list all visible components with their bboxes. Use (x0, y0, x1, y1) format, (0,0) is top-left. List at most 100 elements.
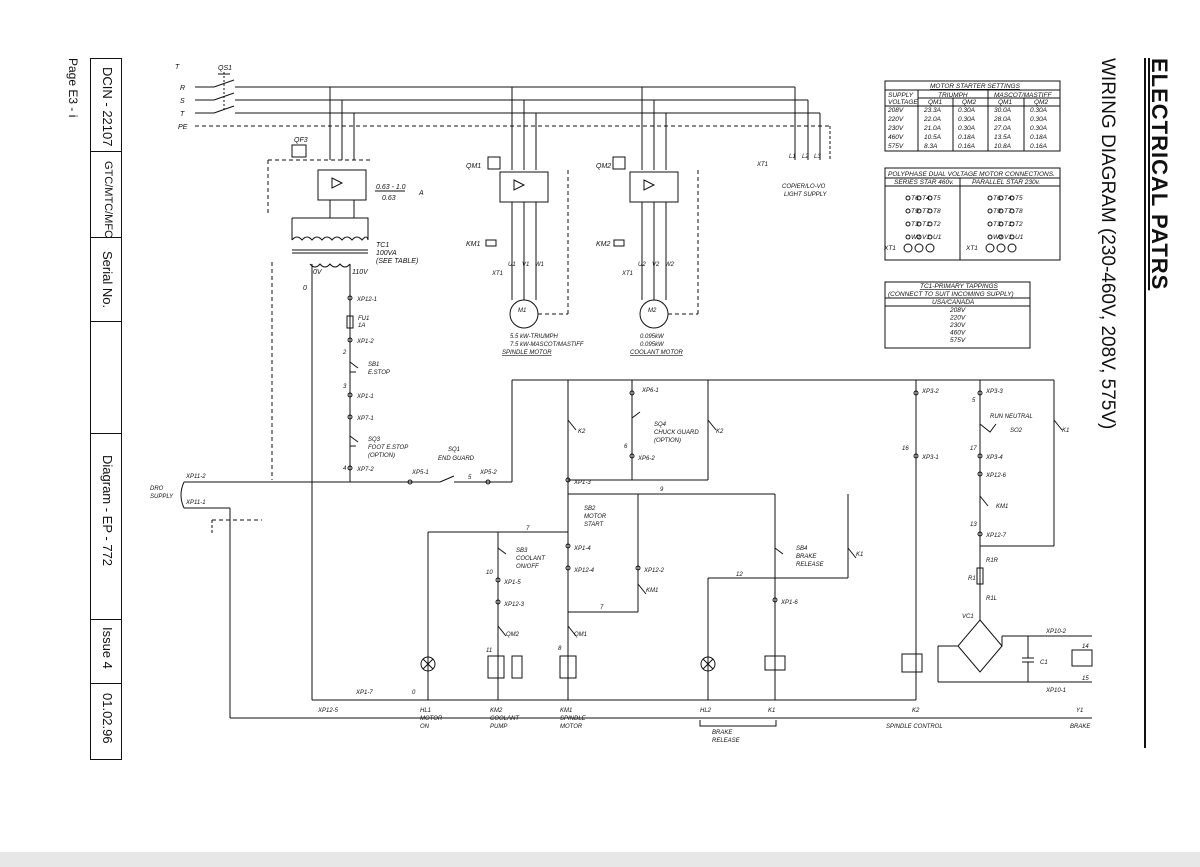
node-17-label: 17 (970, 446, 977, 452)
node-14-label: 14 (1082, 644, 1089, 650)
node-7b-label: 7 (600, 605, 604, 611)
tc1-value: 460V (950, 330, 966, 337)
terminal-label: T3 (911, 221, 919, 228)
terminal-dot (998, 234, 1004, 240)
end-guard-label: END GUARD (438, 456, 475, 462)
resistor-r1 (976, 567, 984, 585)
supply-lines: T R S T PE QS1 (175, 64, 830, 131)
xp3-1-label: XP3-1 (921, 455, 939, 461)
starter-cell: 0.30A (1030, 116, 1047, 123)
k1-bottom-label: K1 (768, 708, 775, 714)
xp5-1-label: XP5-1 (411, 470, 429, 476)
km2-bottom-label: KM2 (490, 708, 503, 714)
node-15-label: 15 (1082, 676, 1089, 682)
km1-desc2: MOTOR (560, 724, 583, 730)
starter-cell: 0.18A (958, 134, 975, 141)
starter-cell: 27.0A (993, 125, 1011, 132)
terminal-label: T5 (933, 195, 941, 202)
qf3-box (291, 144, 307, 158)
transformer-section: QF3 0.63 - 1.0 0.63 A TC1 100VA (SEE TAB… (267, 87, 424, 480)
xp12-6-label: XP12-6 (985, 473, 1007, 479)
starter-cell: 0.16A (958, 143, 975, 150)
xp12-5-label: XP12-5 (317, 708, 339, 714)
km2-coil-symbol (613, 239, 625, 247)
line-t-label: T (175, 64, 180, 71)
node-4-label: 4 (343, 466, 347, 472)
starter-cell: 0.30A (1030, 107, 1047, 114)
xt1-label: XT1 (883, 245, 896, 252)
xp1-1-label: XP1-1 (356, 394, 374, 400)
line-pe-label: PE (178, 124, 188, 131)
terminal-dot (905, 221, 911, 227)
title-rule (1144, 58, 1146, 748)
qm1-overload (499, 171, 549, 203)
xp1-7-label: XP1-7 (355, 690, 373, 696)
fu1-label: FU1 (358, 316, 369, 322)
copier-l1: L1 (789, 154, 796, 160)
c1-label: C1 (1040, 660, 1048, 666)
xp7-1-label: XP7-1 (356, 416, 374, 422)
m1-name: M1 (518, 308, 526, 314)
m2-rating-1: 0.095kW (640, 334, 665, 340)
terminal-label: T2 (1015, 221, 1023, 228)
k2-contact-2: K2 (716, 429, 724, 435)
starter-cell: 575V (888, 143, 904, 150)
starter-cell: 208V (887, 107, 904, 114)
terminal-label: U1 (1015, 234, 1024, 241)
foot-estop-label: FOOT E.STOP (368, 445, 408, 451)
node-16-label: 16 (902, 446, 909, 452)
node-6-label: 6 (624, 444, 628, 450)
km2-label: KM2 (596, 241, 611, 248)
r1r-label: R1R (986, 558, 999, 564)
dro-label: DRO (150, 486, 164, 492)
terminal-label: T4 (922, 195, 930, 202)
copier-label-2: LIGHT SUPPLY (784, 192, 827, 198)
k1-coil (764, 655, 786, 671)
tc1-note: (SEE TABLE) (376, 258, 418, 265)
vc1-label: VC1 (962, 614, 974, 620)
hl1-desc1: MOTOR (420, 716, 443, 722)
terminal-dot (916, 195, 922, 201)
node-8-label: 8 (558, 646, 562, 652)
qf3-overload (317, 169, 367, 201)
terminal-dot (987, 195, 993, 201)
terminal-label: T5 (1015, 195, 1023, 202)
m2-xt1-label: XT1 (621, 271, 633, 277)
tc1-label: TC1 (376, 242, 389, 249)
node-5b-label: 5 (972, 398, 976, 404)
km2-desc2: PUMP (490, 724, 507, 730)
sb2-motor-label: MOTOR (584, 514, 607, 520)
terminal-dot (987, 208, 993, 214)
xp10-1-label: XP10-1 (1045, 688, 1066, 694)
xp3-3-label: XP3-3 (985, 389, 1003, 395)
starter-cell: 460V (888, 134, 904, 141)
terminal-dot (1009, 195, 1015, 201)
fuse-fu1 (346, 315, 354, 329)
sb4-release-label: RELEASE (796, 562, 825, 568)
xp11-2-label: XP11-2 (185, 474, 206, 480)
title-cell-docno: DCIN - 22107 (91, 59, 121, 152)
control-buses: XP1-7 0 XP12-5 (230, 379, 1092, 719)
bottom-labels: HL1 MOTOR ON KM2 COOLANT PUMP KM1 SPINDL… (420, 708, 1091, 744)
motor-connections-box: POLYPHASE DUAL VOLTAGE MOTOR CONNECTIONS… (883, 167, 1061, 261)
terminal-dot (1009, 208, 1015, 214)
m1-xt1-label: XT1 (491, 271, 503, 277)
m1-rating-2: 7.5 kW-MASCOT/MASTIFF (510, 342, 584, 348)
starter-cell: 10.5A (924, 134, 941, 141)
terminal-dot (905, 234, 911, 240)
terminal-label: T7 (1004, 208, 1012, 215)
spindle-brake-section: XP3-2 16 XP3-1 XP3-3 5 RUN NEUTRAL SO2 1… (901, 380, 1093, 700)
qs1-label: QS1 (218, 65, 232, 72)
xp6-2-label: XP6-2 (637, 456, 655, 462)
supply-terminal (996, 243, 1006, 253)
terminal-label: W1 (993, 234, 1003, 241)
tc1-table-head: USA/CANADA (932, 299, 974, 306)
starter-cell: 10.8A (994, 143, 1011, 150)
copier-l3: L3 (814, 154, 821, 160)
km1-contact-label: KM1 (646, 588, 658, 594)
terminal-dot (927, 234, 933, 240)
m1-v-label: V1 (522, 262, 529, 268)
